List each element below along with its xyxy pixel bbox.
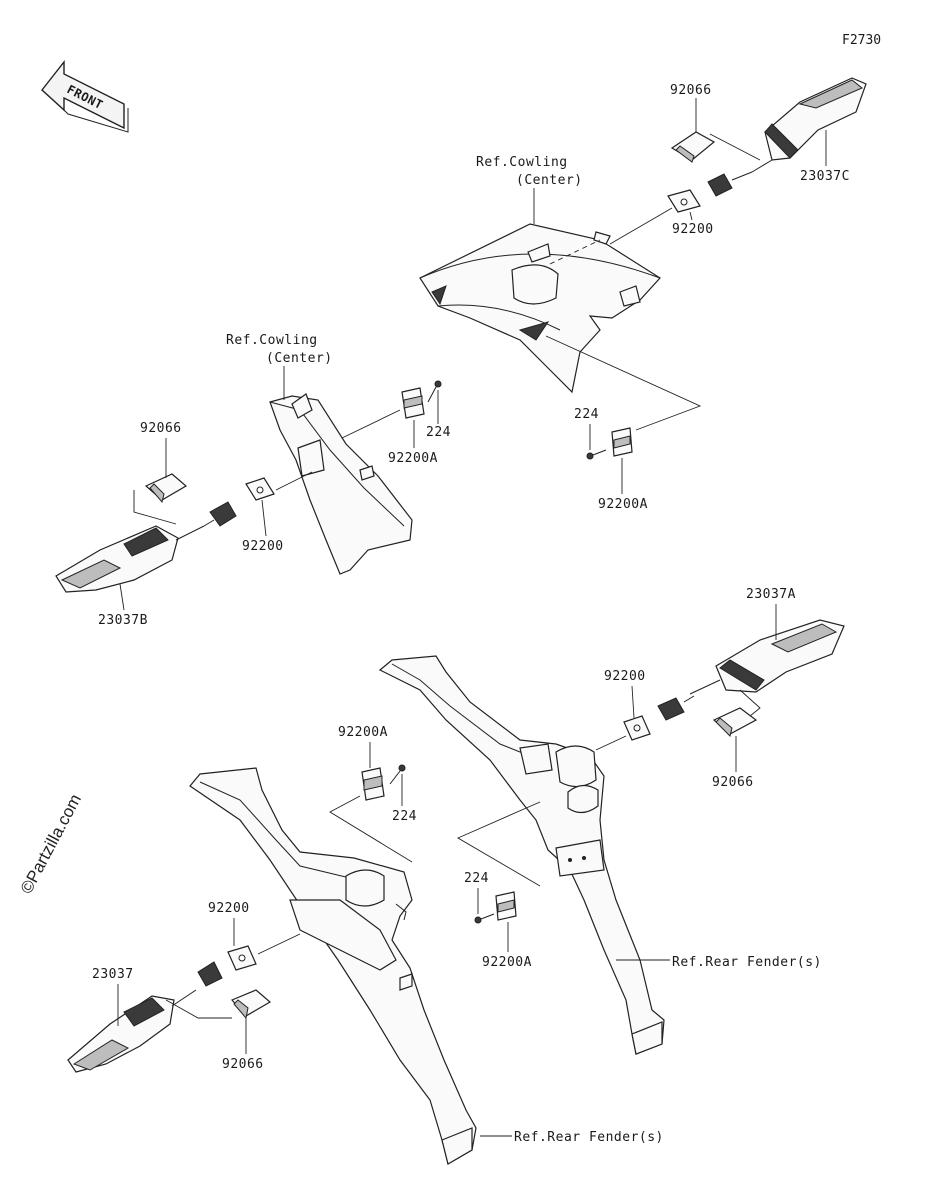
bolt-224-mid <box>427 380 442 403</box>
label-cowling-ref-mid-1: Ref.Cowling <box>226 333 318 348</box>
label-23037c: 23037C <box>800 169 850 184</box>
label-rear-fender-ref-right: Ref.Rear Fender(s) <box>672 955 822 970</box>
label-224-mid: 224 <box>426 425 451 440</box>
label-92200a-lower: 92200A <box>338 725 388 740</box>
turn-signal-23037b <box>55 525 205 593</box>
bolt-224-lower <box>389 764 406 785</box>
label-23037b: 23037B <box>98 613 148 628</box>
connector-23037b <box>203 501 237 527</box>
bracket-92200a-center <box>495 891 517 921</box>
cowling-center-mid <box>269 393 413 575</box>
label-92200-bottom: 92200 <box>208 901 250 916</box>
front-arrow-icon: FRONT <box>41 59 129 133</box>
plate-92200-right <box>623 715 651 741</box>
label-92200a-center: 92200A <box>482 955 532 970</box>
label-23037a: 23037A <box>746 587 796 602</box>
bracket-92200a-mid <box>401 387 425 419</box>
turn-signal-23037a <box>689 619 845 695</box>
bolt-224-top <box>586 449 607 460</box>
connector-23037 <box>197 961 223 987</box>
label-92066-left: 92066 <box>140 421 182 436</box>
label-224-lower: 224 <box>392 809 417 824</box>
label-92200a-top: 92200A <box>598 497 648 512</box>
label-23037: 23037 <box>92 967 134 982</box>
cowling-center-top <box>419 223 661 394</box>
turn-signal-23037c <box>751 77 867 173</box>
rear-frame-left <box>189 767 477 1165</box>
label-92066-bottom: 92066 <box>222 1057 264 1072</box>
connector-23037c <box>707 171 753 197</box>
label-224-center: 224 <box>464 871 489 886</box>
label-cowling-ref-top-2: (Center) <box>516 173 583 188</box>
bracket-92200a-top <box>611 427 633 457</box>
label-92066-top: 92066 <box>670 83 712 98</box>
bolt-224-center <box>474 913 495 924</box>
figure-code: F2730 <box>842 33 881 48</box>
label-92066-right: 92066 <box>712 775 754 790</box>
label-92200a-mid: 92200A <box>388 451 438 466</box>
turn-signal-23037 <box>67 989 197 1073</box>
plate-92200-left <box>245 477 275 501</box>
label-92200-right: 92200 <box>604 669 646 684</box>
rear-frame-right <box>378 655 665 1055</box>
cover-92066-right <box>712 707 758 737</box>
label-224-top: 224 <box>574 407 599 422</box>
label-92200-top: 92200 <box>672 222 714 237</box>
watermark: ©Partzilla.com <box>17 791 85 897</box>
plate-92200-top <box>667 189 701 213</box>
cover-92066-left <box>144 473 188 504</box>
label-92200-left: 92200 <box>242 539 284 554</box>
bracket-92200a-lower <box>361 767 385 801</box>
label-rear-fender-ref-bottom: Ref.Rear Fender(s) <box>514 1130 664 1145</box>
cover-92066-bottom <box>230 989 272 1020</box>
connector-23037a <box>657 695 695 721</box>
label-cowling-ref-top-1: Ref.Cowling <box>476 155 568 170</box>
label-cowling-ref-mid-2: (Center) <box>266 351 333 366</box>
cover-92066-top <box>670 131 716 163</box>
plate-92200-bottom <box>227 945 257 971</box>
